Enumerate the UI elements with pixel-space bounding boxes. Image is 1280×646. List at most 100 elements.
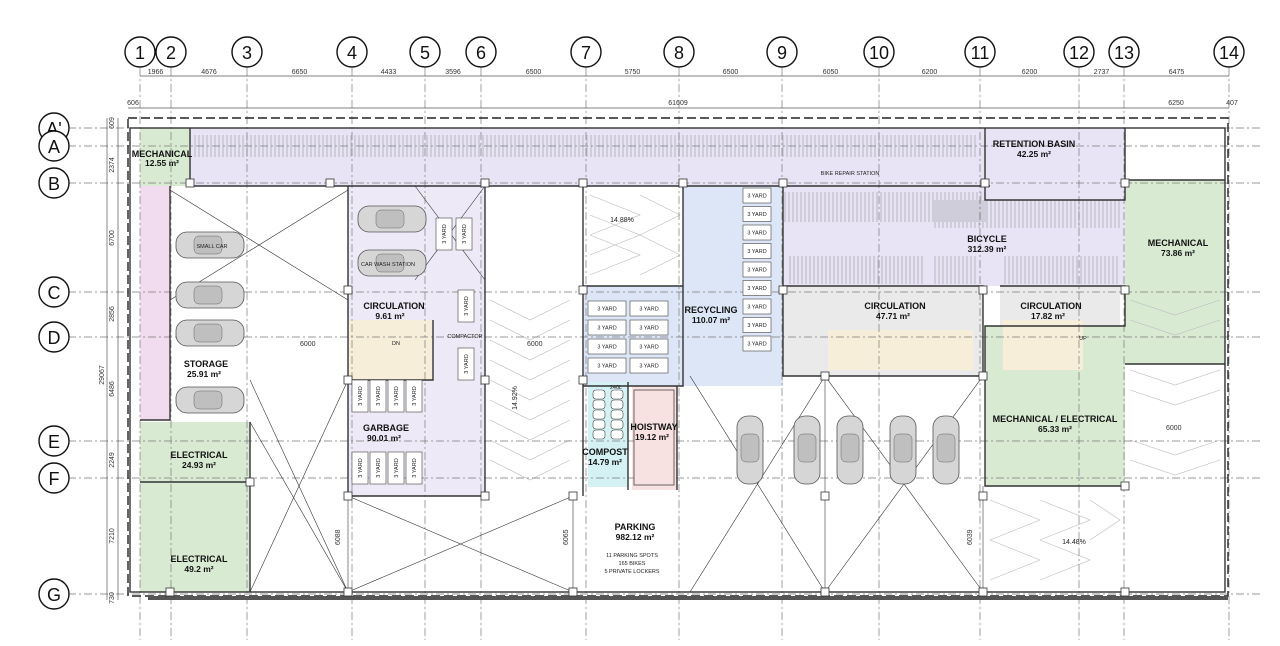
top-dimension: 407: [1226, 100, 1238, 107]
row-dimension: 2856: [109, 306, 116, 322]
grid-row-label: C: [48, 283, 61, 303]
structural-column: [1120, 587, 1130, 597]
room-area-bicycle: 312.39 m²: [968, 244, 1007, 254]
bike-repair-label: BIKE REPAIR STATION: [821, 171, 880, 177]
grid-column-label: 3: [242, 43, 252, 63]
grid-column-marker: 13: [1108, 36, 1140, 68]
grid-column-label: 12: [1069, 43, 1089, 63]
parking-note-lockers: 5 PRIVATE LOCKERS: [604, 569, 659, 575]
grid-column-marker: 10: [863, 36, 895, 68]
parked-cars: [175, 205, 960, 485]
yard-bin-label: 3 YARD: [747, 323, 766, 329]
grid-column-label: 4: [347, 43, 357, 63]
room-name-mechanical-e: MECHANICAL: [1148, 238, 1209, 248]
compost-bin: [610, 389, 624, 400]
compost-bin: [592, 409, 606, 420]
yard-bin: 3 YARD: [742, 261, 772, 278]
car: [932, 415, 960, 485]
yard-bin: 3 YARD: [587, 338, 627, 355]
internal-dim-1: 6000: [300, 341, 316, 348]
room-area-recycling: 110.07 m²: [692, 315, 730, 325]
column-dimension: 4433: [381, 69, 397, 76]
column-dimension: 2737: [1094, 69, 1110, 76]
parking-note-spots: 11 PARKING SPOTS: [606, 553, 658, 559]
yard-bin-label: 3 YARD: [747, 249, 766, 255]
grid-column-label: 6: [476, 43, 486, 63]
structural-column: [165, 587, 175, 597]
grid-row-label: G: [47, 585, 61, 605]
yard-bin: 3 YARD: [629, 319, 669, 336]
yard-bin-label: 3 YARD: [597, 307, 616, 313]
grid-row-marker: G: [38, 578, 70, 610]
internal-dim-6: 6039: [967, 529, 974, 545]
column-dimension: 6650: [292, 69, 308, 76]
ramp-slope-1: 14.88%: [610, 217, 634, 224]
row-dimension: 6486: [109, 381, 116, 397]
compost-bin: [592, 419, 606, 430]
car: [793, 415, 821, 485]
car: [889, 415, 917, 485]
yard-bin-label: 3 YARD: [376, 386, 382, 405]
ramp-slope-3: 14.48%: [1062, 539, 1086, 546]
room-area-mech-elec: 65.33 m²: [1038, 424, 1072, 434]
yard-bin-label: 3 YARD: [747, 231, 766, 237]
compost-bin: [610, 409, 624, 420]
yard-bin-label: 3 YARD: [464, 354, 470, 373]
room-name-recycling: RECYCLING: [684, 305, 737, 315]
internal-dim-4: 6088: [335, 529, 342, 545]
room-labels: MECHANICAL 12.55 m² RETENTION BASIN 42.2…: [132, 139, 1209, 575]
yard-bin-label: 3 YARD: [376, 458, 382, 477]
grid-column-label: 2: [166, 43, 176, 63]
yard-bin: 3 YARD: [742, 224, 772, 241]
yard-bin-label: 3 YARD: [394, 458, 400, 477]
room-name-electrical-2: ELECTRICAL: [171, 554, 228, 564]
compactor-label: COMPACTOR: [447, 334, 482, 340]
yard-bin-label: 3 YARD: [597, 326, 616, 332]
compost-bin: [610, 429, 624, 440]
grid-column-label: 14: [1219, 43, 1239, 63]
row-dimension: 609: [109, 117, 116, 129]
grid-column-marker: 1: [124, 36, 156, 68]
structural-column: [978, 371, 988, 381]
structural-column: [343, 285, 353, 295]
room-area-circulation-3: 17.82 m²: [1031, 311, 1065, 321]
structural-column: [820, 587, 830, 597]
yard-bin-label: 3 YARD: [747, 286, 766, 292]
car: [175, 319, 245, 347]
room-name-circulation-3: CIRCULATION: [1020, 301, 1081, 311]
room-fills: [130, 128, 1225, 592]
column-dimension: 3596: [445, 69, 461, 76]
grid-row-marker: D: [38, 321, 70, 353]
car: [836, 415, 864, 485]
structural-column: [480, 491, 490, 501]
room-area-garbage: 90.01 m²: [367, 433, 401, 443]
yard-bin-label: 3 YARD: [412, 458, 418, 477]
grid-column-marker: 4: [336, 36, 368, 68]
top-dimension: 606: [127, 100, 139, 107]
carwash-label: CAR WASH STATION: [361, 262, 415, 268]
grid-column-marker: 14: [1213, 36, 1245, 68]
grid-column-label: 7: [581, 43, 591, 63]
room-name-mech-elec: MECHANICAL / ELECTRICAL: [993, 414, 1118, 424]
room-name-mechanical-nw: MECHANICAL: [132, 149, 193, 159]
room-area-electrical-2: 49.2 m²: [184, 564, 213, 574]
yard-bin: 3 YARD: [742, 317, 772, 333]
room-area-compost: 14.79 m²: [588, 457, 622, 467]
yard-bin-label: 3 YARD: [597, 364, 616, 370]
grid-column-marker: 3: [231, 36, 263, 68]
grid-column-marker: 7: [570, 36, 602, 68]
room-name-parking: PARKING: [615, 522, 656, 532]
yard-bin-label: 3 YARD: [462, 224, 468, 243]
room-name-retention: RETENTION BASIN: [993, 139, 1076, 149]
grid-column-marker: 8: [663, 36, 695, 68]
structural-column: [978, 587, 988, 597]
grid-column-marker: 6: [465, 36, 497, 68]
grid-column-label: 10: [869, 43, 889, 63]
room-area-parking: 982.12 m²: [616, 532, 655, 542]
room-name-electrical-1: ELECTRICAL: [171, 450, 228, 460]
structural-column: [578, 375, 588, 385]
grid-column-label: 1: [135, 43, 145, 63]
structural-column: [778, 178, 788, 188]
